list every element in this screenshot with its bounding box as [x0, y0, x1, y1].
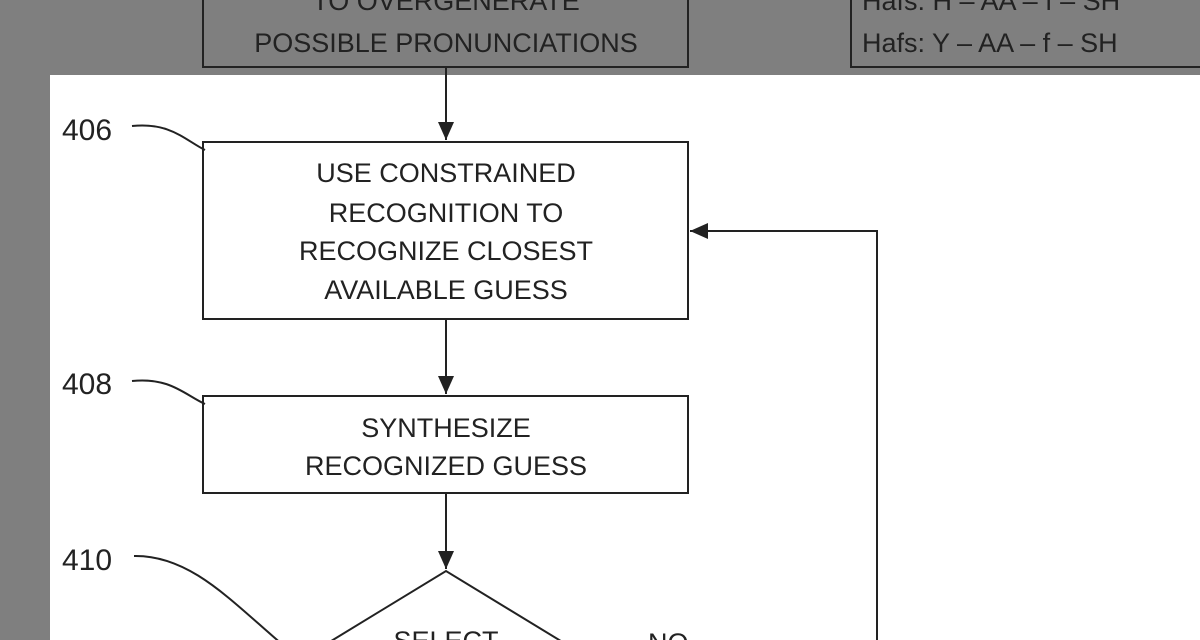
step-406-box: USE CONSTRAINED RECOGNITION TO RECOGNIZE… — [202, 141, 689, 320]
box-line: TO OVERGENERATE — [312, 0, 580, 16]
feedback-arrow — [690, 223, 878, 640]
leader-408 — [131, 379, 206, 405]
box-line: SYNTHESIZE — [361, 413, 531, 443]
top-box-pronunciations: Hafs: H – AA – f – SH Hafs: Y – AA – f –… — [850, 0, 1200, 68]
leader-406 — [131, 124, 206, 151]
highlight-panel — [50, 75, 1200, 640]
box-line: RECOGNIZE CLOSEST — [299, 236, 593, 266]
branch-no-label: NO — [648, 628, 689, 640]
ref-label-408: 408 — [62, 368, 112, 401]
ref-label-406: 406 — [62, 114, 112, 147]
box-line: RECOGNITION TO — [329, 198, 564, 228]
leader-410 — [133, 554, 279, 640]
top-box-overgenerate: TO OVERGENERATE POSSIBLE PRONUNCIATIONS — [202, 0, 689, 68]
box-line: AVAILABLE GUESS — [324, 275, 568, 305]
box-line: POSSIBLE PRONUNCIATIONS — [254, 28, 638, 58]
box-line: USE CONSTRAINED — [316, 158, 576, 188]
decision-410-diamond: SELECT — [330, 569, 562, 640]
ref-label-410: 410 — [62, 544, 112, 577]
pronunciation-line: Hafs: Y – AA – f – SH — [862, 28, 1118, 58]
pronunciation-line: Hafs: H – AA – f – SH — [862, 0, 1120, 16]
box-line: RECOGNIZED GUESS — [305, 451, 587, 481]
diamond-line: SELECT — [393, 626, 498, 640]
